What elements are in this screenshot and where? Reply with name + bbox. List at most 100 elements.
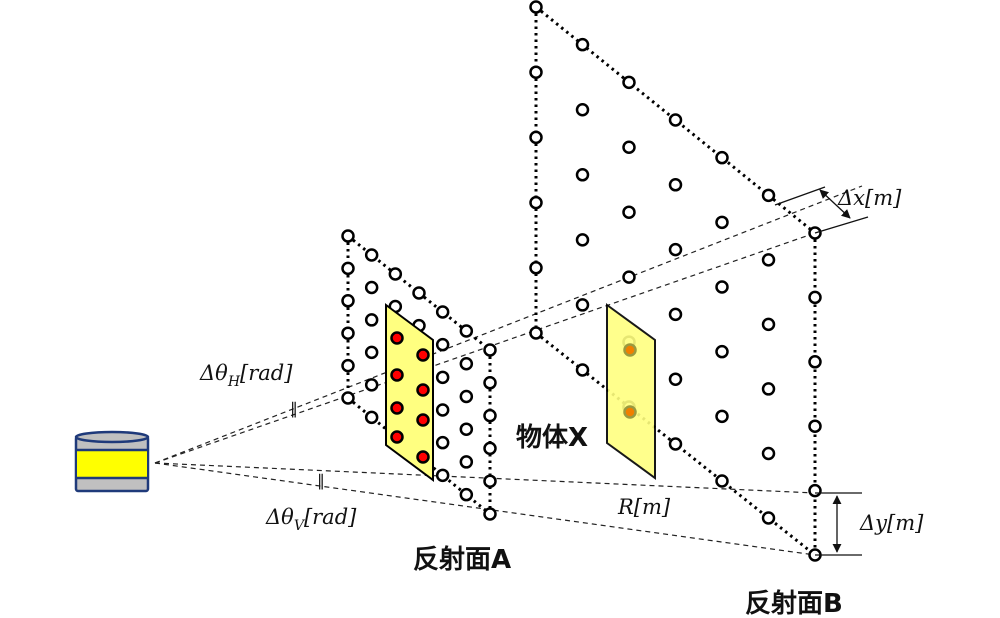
grid-point xyxy=(483,507,497,521)
grid-point xyxy=(364,378,379,392)
grid-point xyxy=(529,65,543,79)
object-panel-a xyxy=(385,303,434,482)
grid-point xyxy=(364,313,379,327)
grid-point xyxy=(341,294,355,308)
grid-point xyxy=(459,356,474,371)
grid-point xyxy=(341,358,355,373)
hit-point-a xyxy=(390,331,404,345)
grid-point xyxy=(808,290,822,305)
grid-point xyxy=(364,345,379,360)
grid-point xyxy=(341,261,355,276)
beam-upper-1 xyxy=(154,185,863,464)
grid-point xyxy=(668,437,683,451)
grid-point xyxy=(435,305,450,319)
reflector-plane-b xyxy=(529,0,822,562)
grid-point xyxy=(622,140,636,155)
grid-point xyxy=(715,344,729,359)
grid-point xyxy=(459,422,474,436)
grid-point xyxy=(435,403,450,417)
grid-point xyxy=(341,326,355,340)
grid-point xyxy=(459,455,474,469)
grid-point xyxy=(668,372,683,386)
grid-point xyxy=(715,409,729,424)
delta-y-label: Δy[m] xyxy=(859,511,924,535)
grid-point xyxy=(364,410,379,425)
grid-point xyxy=(364,280,379,295)
grid-point xyxy=(529,261,543,275)
grid-point xyxy=(575,298,590,312)
grid-point xyxy=(435,468,450,483)
grid-point xyxy=(668,113,683,127)
grid-point xyxy=(388,267,403,281)
grid-point xyxy=(761,511,776,525)
hit-point-x xyxy=(623,343,637,357)
grid-point xyxy=(808,419,822,433)
grid-point xyxy=(459,389,474,404)
plane-b-label: 反射面B xyxy=(745,589,843,618)
delta-x-dimension xyxy=(774,186,869,234)
grid-point xyxy=(715,280,729,294)
grid-point xyxy=(483,343,497,357)
hit-point-a xyxy=(390,430,404,444)
grid-point xyxy=(483,441,497,456)
grid-point xyxy=(761,188,776,203)
grid-point xyxy=(575,233,590,247)
grid-point xyxy=(575,168,590,182)
delta-theta-v-label: ΔθV[rad] xyxy=(265,505,357,534)
object-x-panel xyxy=(606,303,656,480)
grid-point xyxy=(715,150,729,165)
delta-x-label: Δx[m] xyxy=(837,186,902,210)
range-label: R[m] xyxy=(617,495,671,519)
grid-point xyxy=(341,229,355,243)
parallel-mark-h: ∥ xyxy=(290,399,298,418)
grid-point xyxy=(435,337,450,352)
grid-point xyxy=(483,408,497,423)
delta-theta-h-label: ΔθH[rad] xyxy=(199,361,293,390)
grid-point xyxy=(459,487,474,502)
grid-point xyxy=(529,0,543,14)
grid-point xyxy=(761,317,776,332)
beam-lower-1 xyxy=(154,462,816,494)
plane-a-label: 反射面A xyxy=(413,545,511,575)
grid-point xyxy=(529,130,543,145)
grid-point xyxy=(435,435,450,450)
grid-point xyxy=(575,363,590,377)
grid-point xyxy=(622,75,636,90)
grid-point xyxy=(575,102,590,117)
grid-point xyxy=(435,370,450,385)
hit-point-a xyxy=(416,348,430,362)
grid-point xyxy=(483,474,497,488)
grid-point xyxy=(808,483,822,498)
grid-point xyxy=(761,382,776,396)
grid-point xyxy=(529,326,543,340)
object-x-label: 物体X xyxy=(516,423,588,453)
hit-point-x xyxy=(623,405,637,419)
grid-point xyxy=(668,307,683,322)
sensor-icon xyxy=(74,430,150,493)
grid-point xyxy=(761,446,776,461)
hit-point-a xyxy=(390,368,404,382)
hit-point-a xyxy=(416,383,430,397)
grid-point xyxy=(412,286,426,300)
grid-point xyxy=(575,37,590,52)
panel-x-shape xyxy=(606,303,656,480)
hit-point-a xyxy=(390,401,404,415)
hit-point-a xyxy=(416,413,430,427)
grid-point xyxy=(715,474,729,488)
grid-point xyxy=(622,270,636,284)
grid-point xyxy=(622,205,636,219)
grid-point xyxy=(529,195,543,210)
grid-point xyxy=(459,324,474,338)
parallel-mark-v: ∥ xyxy=(317,471,325,490)
delta-y-dimension xyxy=(815,492,862,556)
grid-point xyxy=(364,248,379,262)
grid-point xyxy=(808,355,822,369)
grid-point xyxy=(483,376,497,390)
hit-point-a xyxy=(416,450,430,464)
grid-point xyxy=(761,253,776,267)
grid-point xyxy=(668,242,683,257)
grid-point xyxy=(668,178,683,192)
grid-point xyxy=(715,215,729,230)
